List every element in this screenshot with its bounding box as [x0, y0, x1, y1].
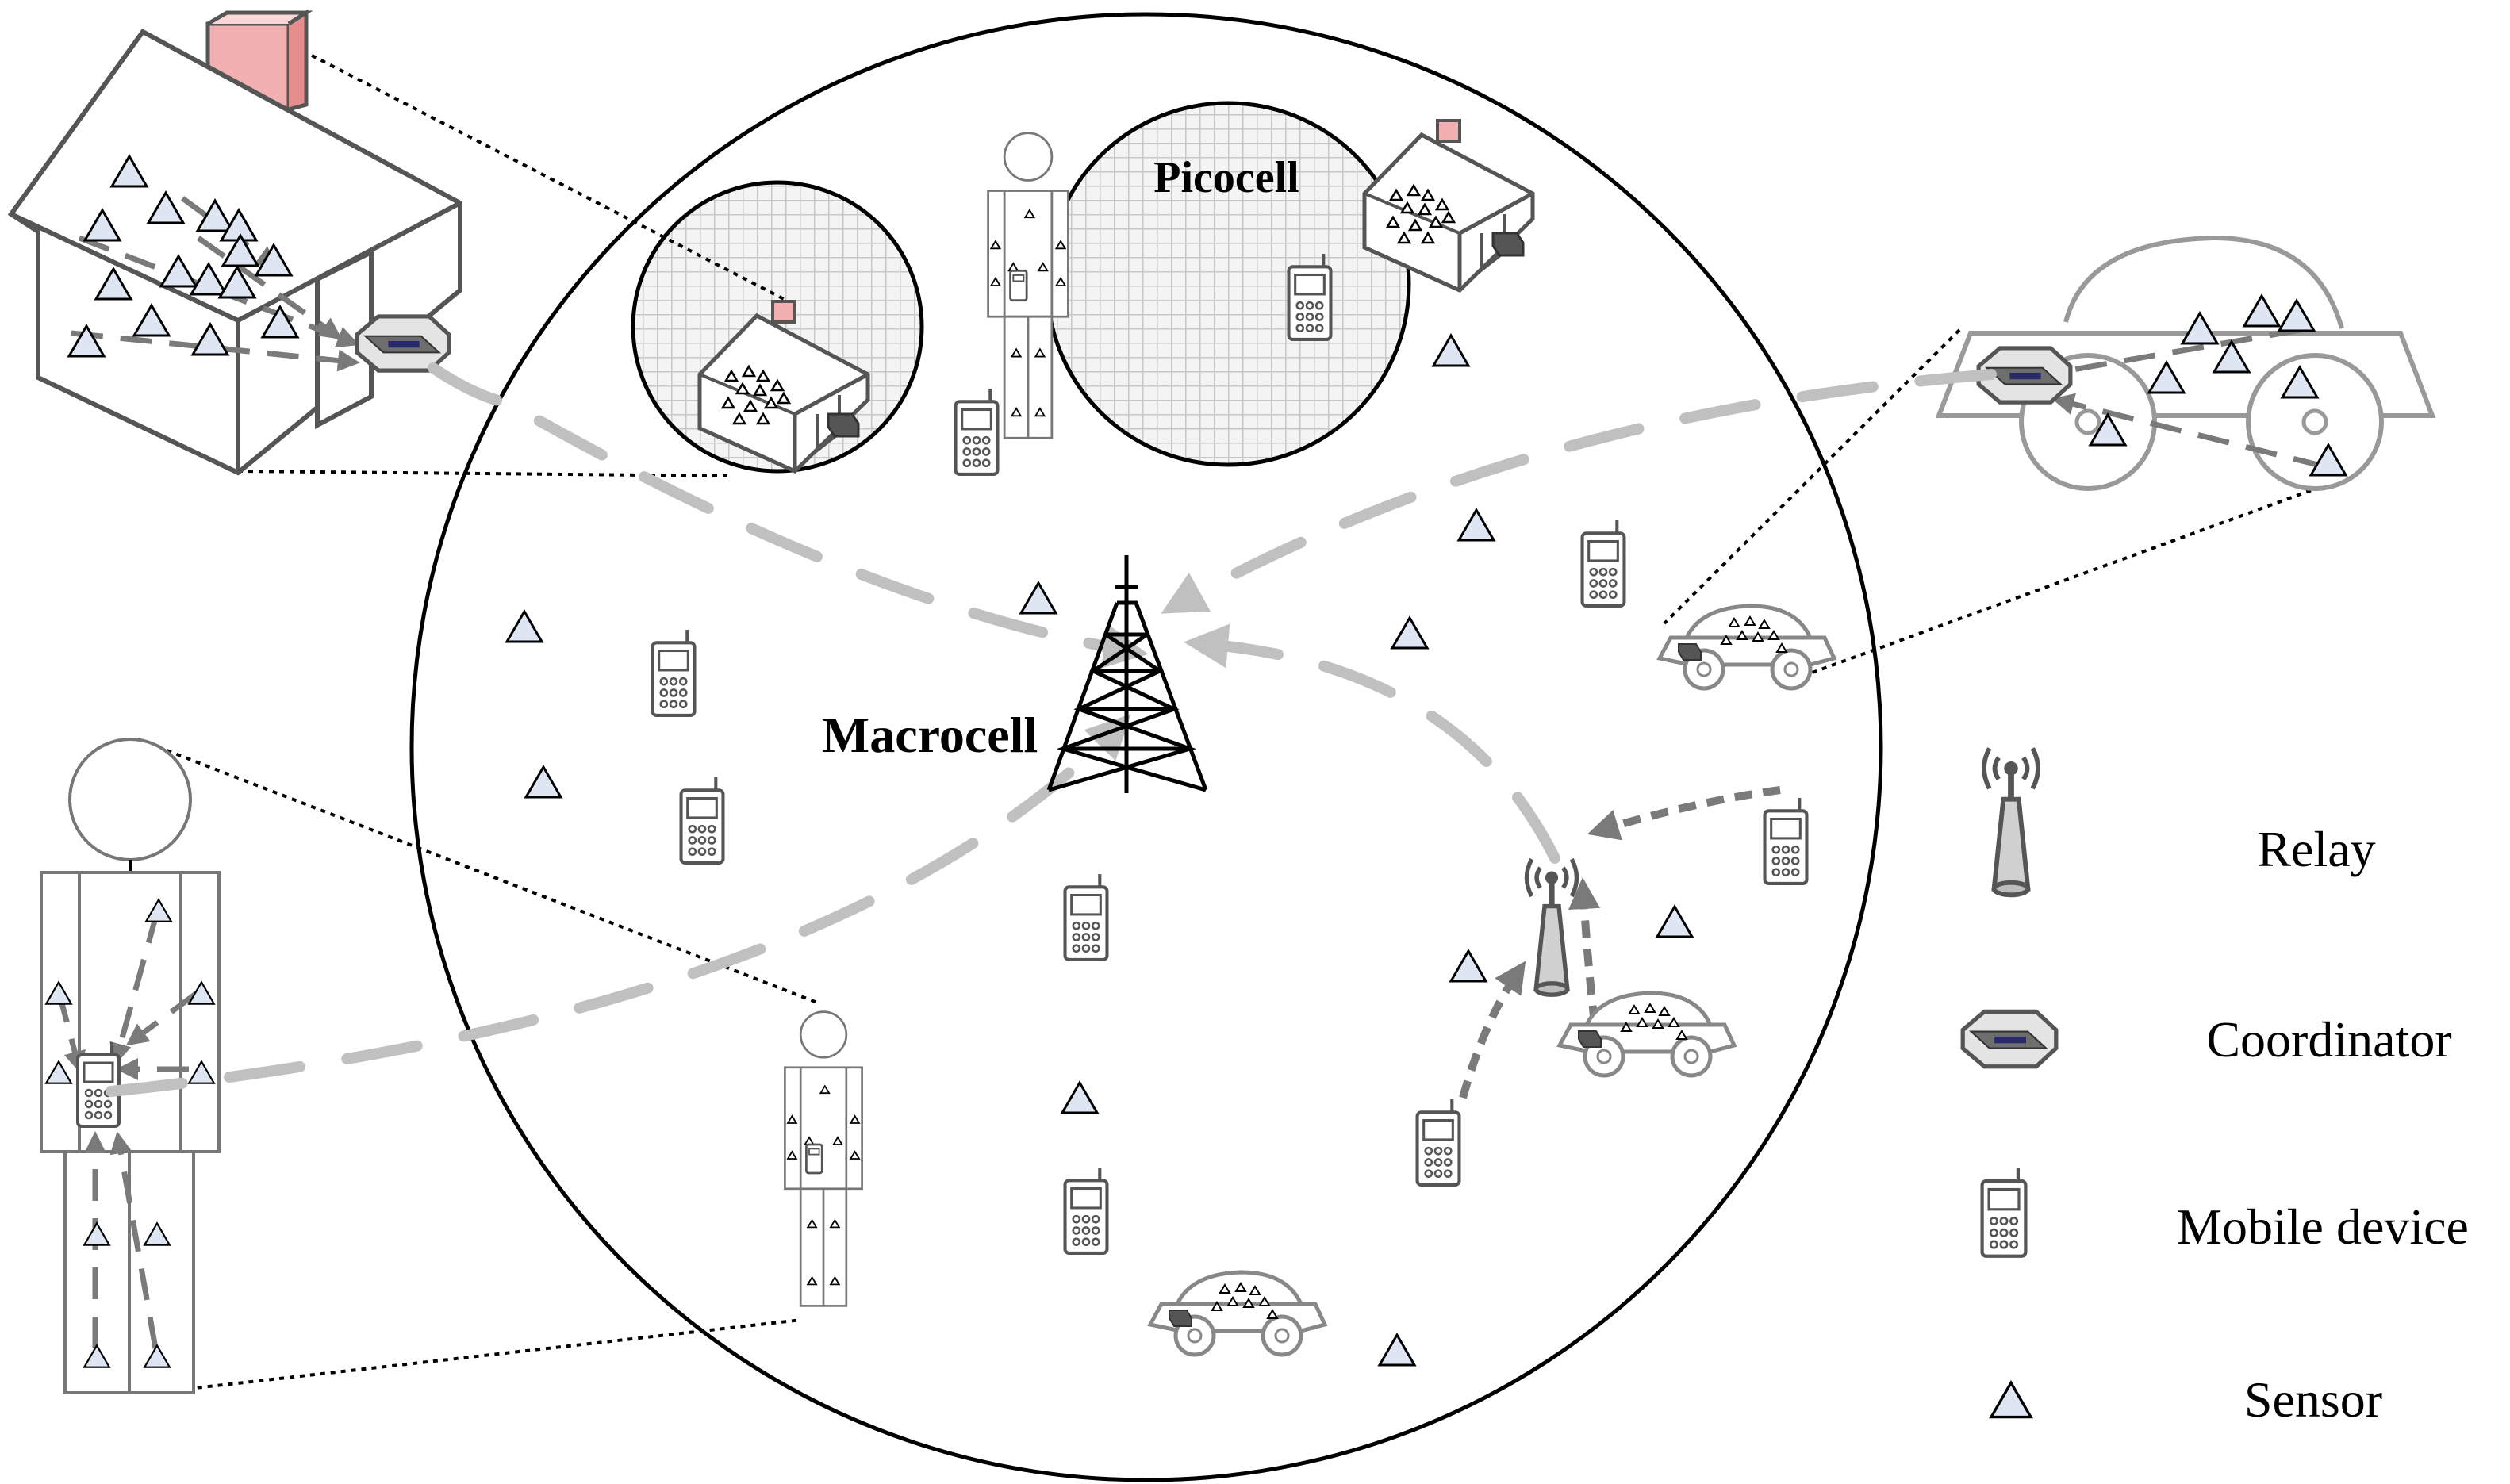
macro-tower [1046, 555, 1208, 793]
callout-lines [137, 44, 2360, 1393]
legend-label-coordinator: Coordinator [2206, 1011, 2451, 1068]
picocell-label: Picocell [1153, 153, 1299, 202]
legend-label-sensor: Sensor [2244, 1371, 2382, 1428]
legend-label-relay: Relay [2257, 821, 2375, 877]
legend: Relay Coordinator Mobile device Sensor [1963, 749, 2469, 1428]
zoomed-car-links [2044, 327, 2325, 470]
relay-icon [1984, 749, 2038, 895]
mobile-device-icon [76, 1041, 121, 1128]
zoomed-person [40, 738, 221, 1394]
mobile-device-icon [1982, 1168, 2026, 1256]
coordinator-icon [357, 316, 449, 370]
relay-links [1459, 786, 1781, 1099]
macrocell-label: Macrocell [822, 707, 1038, 763]
legend-label-mobile-device: Mobile device [2177, 1198, 2469, 1255]
coordinator-icon [1963, 1011, 2056, 1066]
sensor-icon [1990, 1381, 2032, 1419]
macro-links [106, 362, 1997, 1097]
picocell-left [631, 180, 924, 474]
